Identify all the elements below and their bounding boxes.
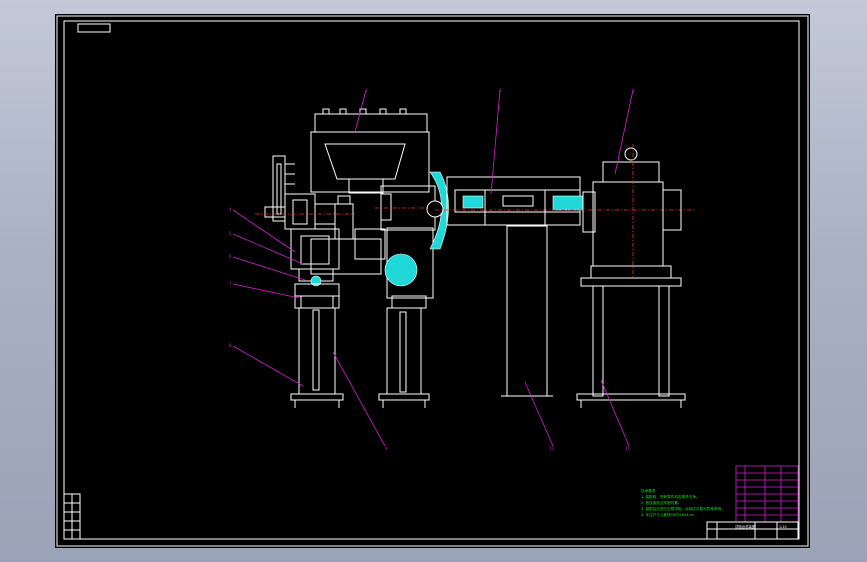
callout-10: 10 xyxy=(549,446,555,451)
cad-drawing: 1 2 3 4 5 6 7 8 9 10 11 12 技术要求 1. 装配前，所… xyxy=(56,15,809,547)
left-stand xyxy=(290,295,344,408)
right-gearbox xyxy=(582,144,682,279)
callout-5: 5 xyxy=(229,231,232,236)
middle-stand xyxy=(378,307,430,408)
gearbox-hopper xyxy=(310,108,445,275)
notes-line-3: 3. 装配后应进行空载试验，运转应平稳无异常声响。 xyxy=(641,506,725,511)
inner-border xyxy=(63,20,800,540)
callout-6: 6 xyxy=(229,254,232,259)
left-title-strip xyxy=(63,493,81,540)
center-motor xyxy=(384,227,434,309)
callout-11: 11 xyxy=(625,446,631,451)
callout-4: 4 xyxy=(229,207,232,212)
corner-stamp-box xyxy=(77,23,111,33)
flange-coupling xyxy=(429,171,449,250)
title-block xyxy=(706,521,799,540)
notes-heading: 技术要求 xyxy=(641,488,656,493)
shaft-support xyxy=(501,225,553,397)
notes-line-1: 1. 装配前，所有零件均应清洗干净。 xyxy=(641,494,699,499)
drawing-sheet[interactable]: 1 2 3 4 5 6 7 8 9 10 11 12 技术要求 1. 装配前，所… xyxy=(55,14,810,548)
right-stand xyxy=(576,277,686,408)
outer-frame xyxy=(56,15,809,547)
drive-shaft xyxy=(435,176,695,226)
callout-8: 8 xyxy=(229,343,232,348)
callout-1: 1 xyxy=(365,88,368,93)
notes-line-2: 2. 各连接处应牢固可靠。 xyxy=(641,500,682,505)
callout-leaders xyxy=(232,89,634,447)
left-drive-unit xyxy=(255,155,355,309)
drawing-scale: 1:10 xyxy=(779,525,787,529)
callout-2: 2 xyxy=(499,88,502,93)
callout-7: 7 xyxy=(229,281,232,286)
drawing-title: 试验台总装图 xyxy=(735,524,756,529)
callout-3: 3 xyxy=(632,88,635,93)
callout-9: 9 xyxy=(385,446,388,451)
notes-line-4: 4. 未注尺寸公差按GB/T1804-m。 xyxy=(641,512,697,517)
parts-list xyxy=(735,465,799,523)
